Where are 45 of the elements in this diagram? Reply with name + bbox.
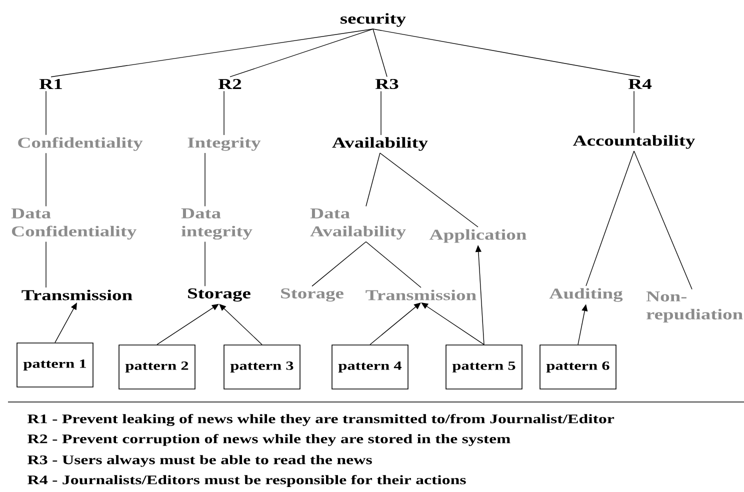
legend-note: R3 - Users always must be able to read the news xyxy=(28,455,372,467)
node-label: Non-repudiation xyxy=(646,292,743,322)
pattern-box: pattern 4 xyxy=(332,344,408,390)
legend-note: R2 - Prevent corruption of news while they are stored in the system xyxy=(28,434,510,446)
connector-line xyxy=(312,241,366,287)
connector-line xyxy=(380,152,478,228)
node-label: Transmission xyxy=(366,290,476,300)
node-label: R3 xyxy=(375,78,398,90)
connector-line xyxy=(586,150,634,286)
node-label: Application xyxy=(429,229,526,243)
node-label: Accountability xyxy=(572,135,696,149)
node-label: Storage xyxy=(188,288,250,302)
pattern-box: pattern 5 xyxy=(446,344,522,390)
arrow xyxy=(54,302,77,343)
node-label: security xyxy=(340,13,406,27)
node-label: Data Availability xyxy=(310,208,406,240)
node-label: Integrity xyxy=(188,137,261,151)
connector-line xyxy=(204,152,206,207)
pattern-box: pattern 3 xyxy=(224,344,300,390)
node-label: R2 xyxy=(218,79,242,89)
connector-line xyxy=(634,150,692,290)
connector-line xyxy=(50,28,374,78)
legend-note: R1 - Prevent leaking of news while they are transmitted to/from Journalist/Editor xyxy=(28,414,614,426)
node-label: Availability xyxy=(332,137,428,151)
node-label: Data integrity xyxy=(181,208,252,240)
pattern-box: pattern 6 xyxy=(540,344,616,390)
connector-line xyxy=(372,28,388,78)
connector-line xyxy=(204,241,206,287)
node-label: Transmission xyxy=(22,290,132,300)
node-label: Confidentiality xyxy=(18,137,143,151)
pattern-box: pattern 1 xyxy=(16,342,94,388)
arrow xyxy=(370,302,421,345)
connector-line xyxy=(230,28,374,78)
node-label: R1 xyxy=(39,79,62,89)
arrow xyxy=(156,304,219,345)
legend-note: R4 - Journalists/Editors must be responsible for their actions xyxy=(28,475,466,487)
node-label: Data Confidentiality xyxy=(11,208,136,240)
node-label: R4 xyxy=(628,79,652,89)
pattern-box: pattern 2 xyxy=(118,344,196,390)
connector-line xyxy=(372,28,640,78)
connector-line xyxy=(366,152,380,207)
connector-line xyxy=(366,241,422,288)
node-label: Storage xyxy=(281,288,344,302)
node-label: Auditing xyxy=(549,288,623,302)
connector-line xyxy=(380,90,382,136)
